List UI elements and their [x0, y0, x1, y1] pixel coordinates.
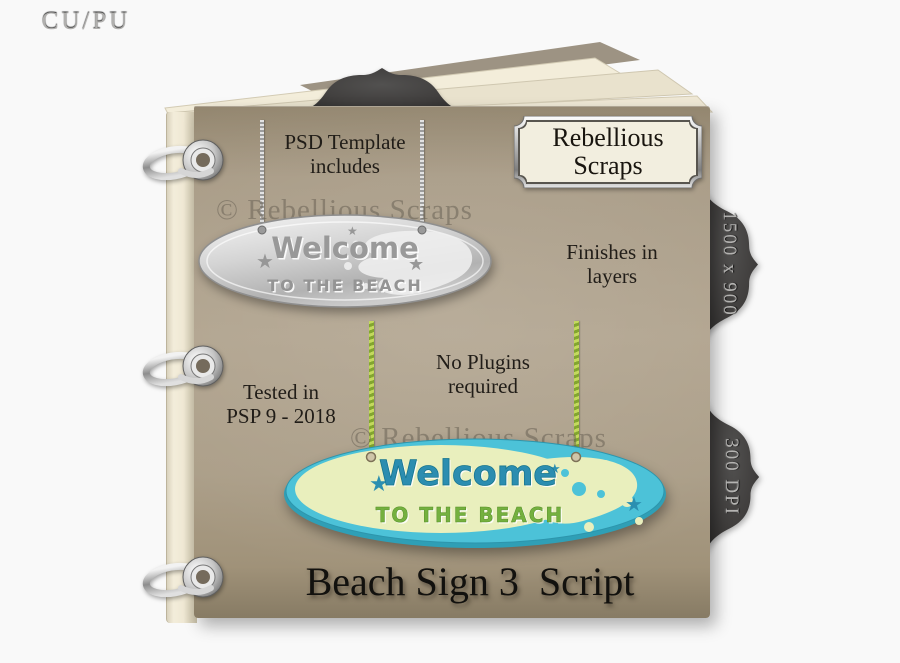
sign-panel: [295, 445, 587, 533]
dpi-tab: 300 DPI: [702, 398, 762, 561]
size-tab: 1500 x 900: [702, 183, 758, 351]
note-no-plugins: No Plugins required: [403, 350, 563, 398]
note-line: Tested in: [242, 380, 320, 404]
note-line: No Plugins: [436, 350, 530, 374]
brand-plate: [514, 116, 702, 188]
rivet-icon: [257, 225, 267, 235]
license-tab: [296, 68, 468, 112]
silver-string-left: [260, 120, 264, 234]
silver-sign-subtitle: TO THE BEACH: [267, 276, 423, 295]
note-line: PSP 9 - 2018: [226, 404, 336, 428]
note-line: required: [448, 374, 518, 398]
grommet-hole-icon: [365, 451, 377, 463]
silver-string-right: [420, 120, 424, 234]
note-line: Finishes in: [566, 240, 658, 264]
brand-name-line1: Rebellious: [552, 123, 664, 152]
binder-ring: [142, 345, 224, 387]
surf-sign-title-emboss: Welcome: [380, 456, 558, 496]
green-string-left: [369, 321, 374, 460]
binder-ring: [142, 139, 224, 181]
binder-ring: [142, 556, 224, 598]
brand-name-line2: Scraps: [573, 151, 643, 180]
surf-sign-title: Welcome: [379, 454, 557, 494]
star-icon: ★: [408, 254, 424, 274]
note-finishes-in-layers: Finishes in layers: [542, 240, 682, 288]
size-tab-shape: [702, 183, 758, 346]
splash-shape: [358, 230, 473, 295]
note-line: PSD Template: [284, 130, 406, 154]
size-tab-label: 1500 x 900: [719, 211, 740, 317]
product-title: Beach Sign 3 Script: [305, 559, 635, 604]
note-line: layers: [586, 264, 638, 288]
dpi-tab-label: 300 DPI: [721, 438, 742, 516]
silver-sign-title: Welcome: [271, 231, 419, 265]
green-string-right: [574, 321, 579, 460]
star-icon: ★: [549, 461, 561, 476]
star-icon: ★: [256, 251, 274, 273]
silver-beach-sign: ★ ★ ★ Welcome Welcome TO THE BEACH TO TH…: [198, 214, 492, 308]
rivet-icon: [417, 225, 427, 235]
star-icon: ★: [625, 494, 643, 516]
license-tab-label: CU/PU: [41, 8, 131, 35]
note-psd-template: PSD Template includes: [245, 130, 445, 178]
surf-sign-subtitle-emboss: TO THE BEACH: [377, 505, 565, 529]
star-icon: ★: [369, 471, 389, 496]
dpi-tab-shape: [704, 398, 760, 556]
silver-sign-subtitle-emboss: TO THE BEACH: [269, 278, 425, 297]
note-line: includes: [310, 154, 380, 178]
star-icon: ★: [347, 224, 358, 238]
note-tested-in-psp: Tested in PSP 9 - 2018: [201, 380, 361, 428]
grommet-hole-icon: [570, 451, 582, 463]
silver-sign-title-emboss: Welcome: [273, 233, 421, 267]
brand-name: Rebellious Scraps: [514, 124, 702, 180]
surf-sign-subtitle: TO THE BEACH: [376, 503, 564, 527]
surfboard-beach-sign: ★ ★ ★ Welcome Welcome TO THE BEACH TO TH…: [284, 438, 666, 548]
